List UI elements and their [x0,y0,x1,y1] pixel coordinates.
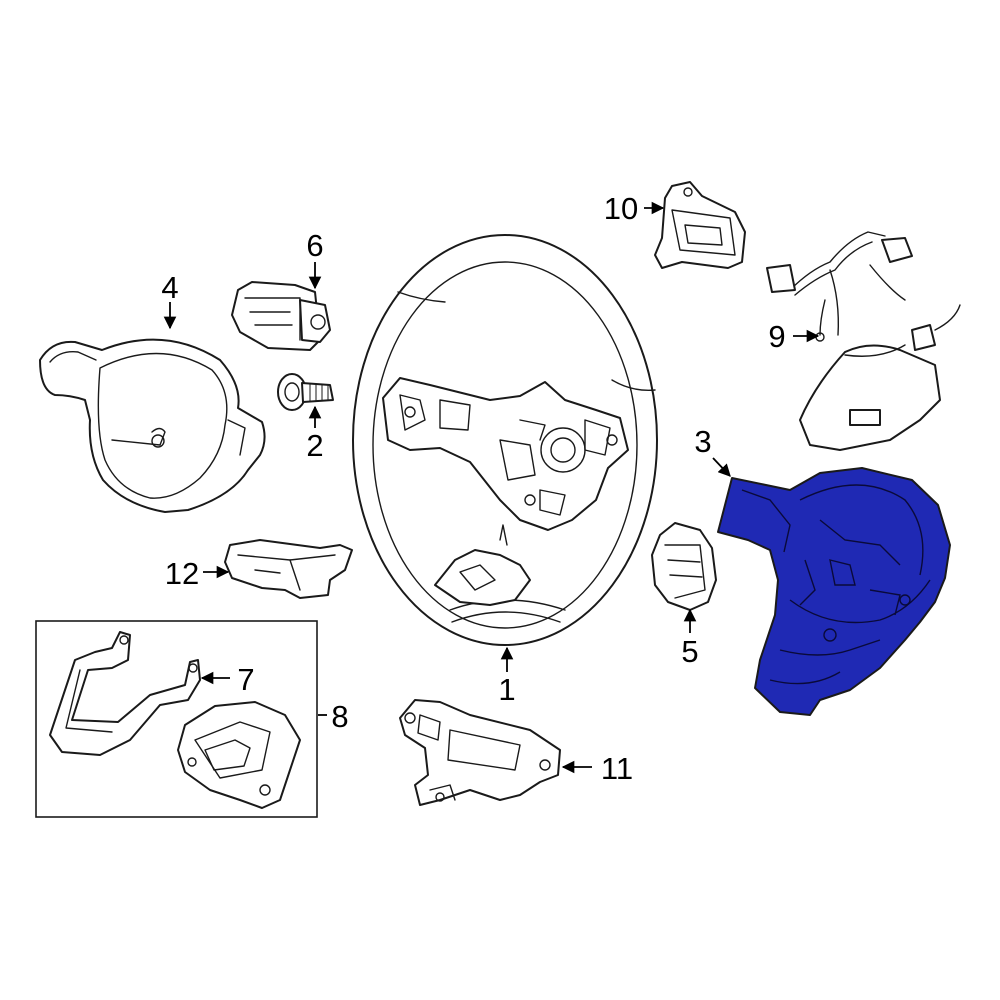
callout-9: 9 [768,319,785,354]
callout-3: 3 [694,424,711,459]
callout-11: 11 [601,751,633,786]
bracket-part-11[interactable] [399,699,561,806]
bolt-part-2[interactable] [277,373,334,411]
leader-arrows [163,201,820,774]
steering-wheel-part-1[interactable] [352,234,658,646]
callout-6: 6 [306,228,323,263]
switch-part-5[interactable] [651,522,717,611]
callout-12: 12 [165,556,199,591]
callout-8: 8 [331,699,348,734]
bracket-part-7[interactable] [49,631,201,756]
callout-5: 5 [681,634,698,669]
switch-assembly-part-6[interactable] [231,281,331,351]
callout-7: 7 [237,662,254,697]
button-module-part-8[interactable] [177,701,301,809]
module-part-12[interactable] [224,539,353,599]
rear-cover-part-4[interactable] [39,338,266,513]
highlighted-cover-part-3[interactable] [717,467,951,716]
callout-4: 4 [161,270,178,305]
highlight-fill [717,467,951,716]
callout-labels: 1 2 3 4 5 6 7 8 9 10 11 12 [161,191,785,786]
group-box-part-8 [35,620,318,818]
arrow-3 [712,457,731,477]
callout-1: 1 [498,672,515,707]
callout-10: 10 [604,191,638,226]
callout-2: 2 [306,428,323,463]
wire-harness-part-9[interactable] [766,231,961,451]
paddle-part-10[interactable] [654,181,746,269]
